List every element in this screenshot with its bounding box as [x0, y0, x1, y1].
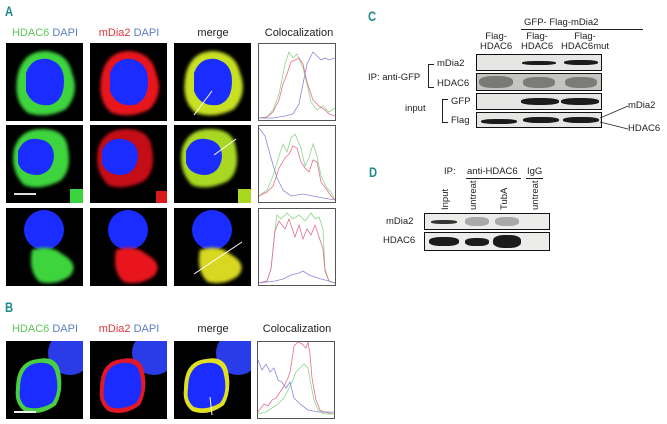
c-group-header: GFP- Flag-mDia2 — [524, 17, 599, 28]
c-lane-3-line2: HDAC6mut — [561, 41, 610, 52]
a-row3-mdia2-image — [90, 208, 167, 286]
a-row1-hdac6-image — [6, 43, 83, 121]
c-lane-1-line2: HDAC6 — [480, 41, 513, 52]
a-header-mdia2-dapi: mDia2 DAPI — [89, 27, 169, 39]
c-blot-input-gfp — [476, 93, 602, 110]
a-row3-hdac6-image — [6, 208, 83, 286]
a-row2-merge-image — [174, 125, 251, 203]
c-right-label-mdia2: mDia2 — [628, 100, 656, 111]
c-row-label-gfp: GFP — [451, 96, 471, 107]
b-header-merge: merge — [197, 323, 229, 335]
c-row-label-hdac6: HDAC6 — [437, 78, 470, 89]
panel-c-letter: C — [368, 8, 377, 24]
a-row3-merge-image — [174, 208, 251, 286]
a-row1-merge-image — [174, 43, 251, 121]
d-ip-group: anti-HDAC6 — [467, 166, 518, 177]
c-lane-2-line2: HDAC6 — [521, 41, 554, 52]
c-lane-1-label: Flag- HDAC6 — [480, 32, 512, 52]
mdia2-label: mDia2 — [98, 323, 131, 335]
a-header-hdac6-dapi: HDAC6 DAPI — [5, 27, 85, 39]
c-input-label: input — [405, 103, 426, 114]
a-row2-hdac6-image — [6, 125, 83, 203]
b-header-hdac6-dapi: HDAC6 DAPI — [5, 323, 85, 335]
d-row-label-hdac6: HDAC6 — [383, 235, 416, 246]
dapi-label: DAPI — [133, 27, 160, 39]
c-ip-label: IP: anti-GFP — [368, 72, 421, 83]
dapi-label: DAPI — [52, 27, 79, 39]
panel-b-letter: B — [5, 299, 14, 315]
c-lane-2-line1: Flag- — [526, 31, 548, 42]
b-mdia2-image — [90, 341, 167, 419]
hdac6-label: HDAC6 — [11, 323, 50, 335]
c-pointer-lines — [600, 105, 629, 130]
b-hdac6-image — [6, 341, 83, 419]
d-blot-hdac6 — [424, 232, 550, 251]
c-group-underline — [521, 29, 643, 30]
dapi-label: DAPI — [52, 323, 79, 335]
b-header-colocalization: Colocalization — [262, 323, 332, 335]
scale-bar — [14, 411, 36, 413]
a-row2-colocalization-plot — [258, 125, 336, 203]
d-lane-untreat-2: untreat — [530, 180, 541, 210]
dapi-label: DAPI — [133, 323, 160, 335]
c-row-label-flag: Flag — [451, 115, 470, 126]
d-igg-group: IgG — [527, 166, 543, 177]
c-ip-bracket — [428, 64, 434, 88]
c-input-bracket — [442, 99, 448, 123]
mdia2-label: mDia2 — [98, 27, 131, 39]
c-lane-1-line1: Flag- — [485, 31, 507, 42]
c-blot-ip-hdac6 — [476, 73, 602, 91]
a-header-colocalization: Colocalization — [264, 27, 334, 39]
c-lane-3-label: Flag- HDAC6mut — [561, 32, 609, 52]
c-blot-input-flag — [476, 112, 602, 128]
c-row-label-mdia2: mDia2 — [437, 58, 465, 69]
d-lane-input: Input — [440, 188, 451, 210]
d-blot-mdia2 — [424, 213, 550, 230]
c-blot-ip-mdia2 — [476, 54, 602, 71]
panel-d-letter: D — [369, 164, 378, 180]
d-row-label-mdia2: mDia2 — [386, 216, 414, 227]
a-row1-colocalization-plot — [258, 43, 336, 121]
a-header-merge: merge — [197, 27, 229, 39]
c-lane-3-line1: Flag- — [574, 31, 596, 42]
b-merge-image — [174, 341, 251, 419]
hdac6-label: HDAC6 — [11, 27, 50, 39]
a-row2-mdia2-image — [90, 125, 167, 203]
a-row1-mdia2-image — [90, 43, 167, 121]
c-right-label-hdac6: HDAC6 — [628, 123, 661, 134]
a-row3-colocalization-plot — [258, 208, 336, 286]
d-ip-underline — [466, 178, 521, 179]
panel-a-letter: A — [5, 3, 14, 19]
scale-bar — [14, 193, 36, 195]
d-ip-prefix: IP: — [444, 166, 456, 177]
b-header-mdia2-dapi: mDia2 DAPI — [89, 323, 169, 335]
c-lane-2-label: Flag- HDAC6 — [521, 32, 553, 52]
d-igg-underline — [526, 178, 543, 179]
b-colocalization-plot — [257, 341, 335, 419]
d-lane-tuba: TubA — [499, 187, 510, 210]
d-lane-untreat-1: untreat — [468, 180, 479, 210]
